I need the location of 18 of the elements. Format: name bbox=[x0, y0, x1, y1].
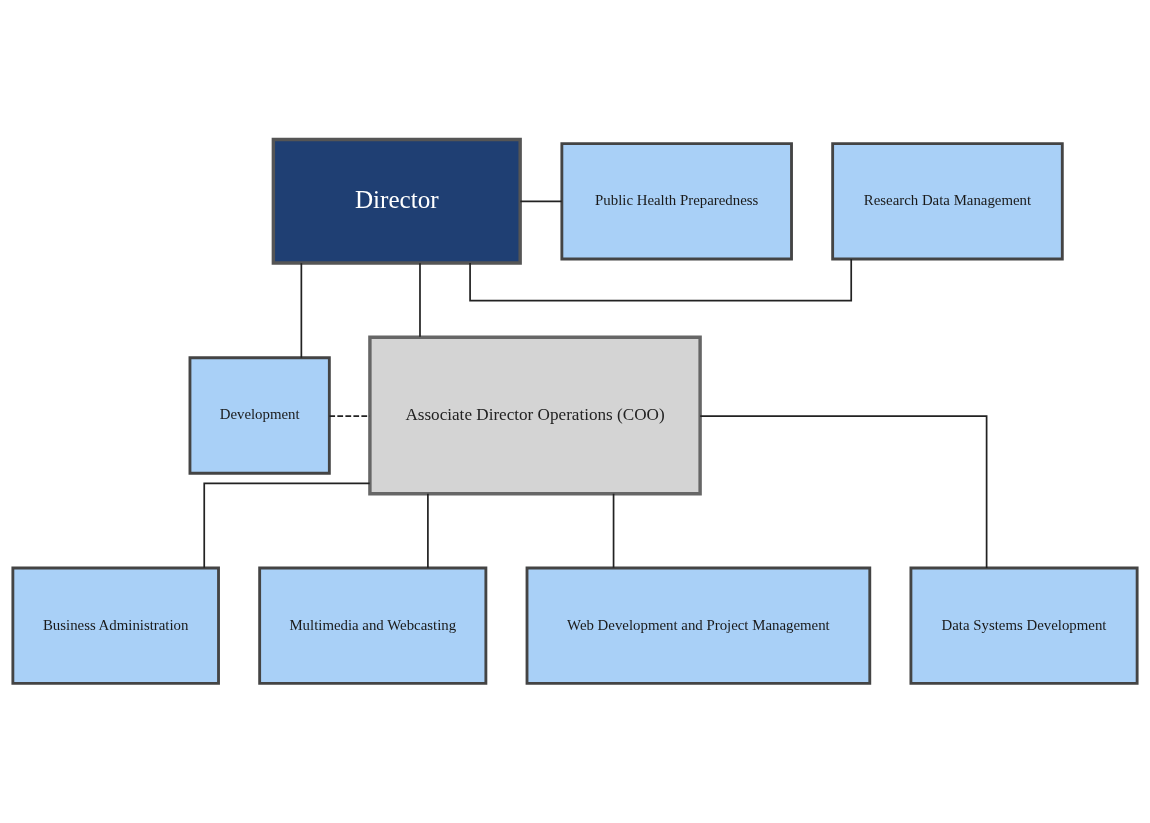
node-box: Research Data Management bbox=[831, 142, 1064, 261]
node-box: Associate Director Operations (COO) bbox=[368, 335, 702, 496]
connector bbox=[699, 415, 988, 569]
connector bbox=[469, 258, 853, 302]
connector bbox=[612, 492, 615, 569]
node-box: Director bbox=[271, 137, 522, 265]
connector bbox=[427, 492, 429, 569]
connector bbox=[519, 200, 563, 203]
node-box: Development bbox=[188, 356, 331, 475]
connector bbox=[419, 262, 421, 338]
node-box: Data Systems Development bbox=[909, 566, 1139, 685]
node-box: Public Health Preparedness bbox=[560, 142, 793, 261]
node-box: Multimedia and Webcasting bbox=[258, 566, 488, 685]
connector bbox=[203, 482, 371, 569]
node-box: Web Development and Project Management bbox=[525, 566, 872, 685]
connector bbox=[300, 262, 303, 359]
connector bbox=[328, 415, 371, 417]
node-box: Business Administration bbox=[11, 566, 220, 685]
